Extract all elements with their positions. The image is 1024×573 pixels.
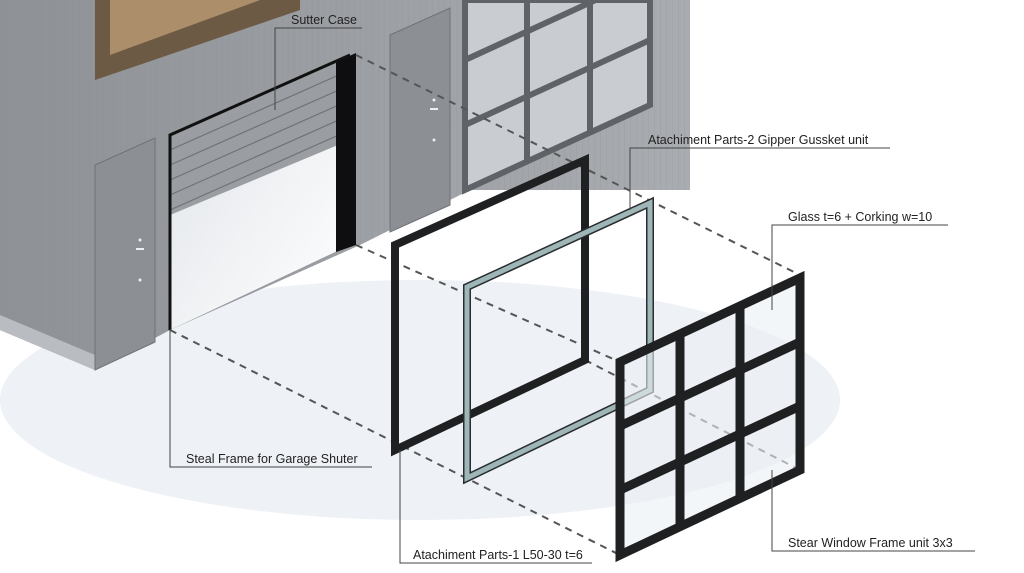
window-frame-3x3 — [615, 270, 805, 563]
garage-opening — [168, 53, 356, 330]
label-glass: Glass t=6 + Corking w=10 — [788, 210, 932, 224]
leader-lines — [169, 27, 975, 564]
steel-jamb — [336, 53, 356, 252]
door-left — [94, 137, 156, 371]
label-steel-frame: Steal Frame for Garage Shuter — [186, 452, 358, 466]
door-right — [389, 7, 451, 233]
steel-frame-garage-shutter — [391, 153, 589, 457]
label-attachment-parts-2: Atachiment Parts-2 Gipper Gussket unit — [648, 133, 869, 147]
facade-window-grid — [462, 0, 653, 195]
label-shutter-case: Sutter Case — [291, 13, 357, 27]
label-window-frame: Stear Window Frame unit 3x3 — [788, 536, 953, 550]
label-attachment-parts-1: Atachiment Parts-1 L50-30 t=6 — [413, 548, 583, 562]
